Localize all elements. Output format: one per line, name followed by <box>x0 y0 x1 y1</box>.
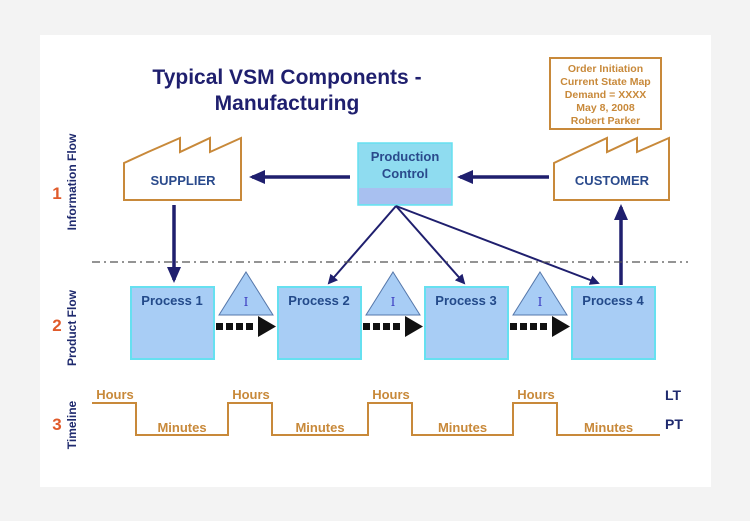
timeline-minutes-label: Minutes <box>584 420 633 435</box>
timeline-hours-label: Hours <box>372 387 410 402</box>
info-line: Current State Map <box>560 76 651 88</box>
arrow-control-to-process-4 <box>395 205 600 285</box>
inventory-symbol: I <box>391 295 396 309</box>
info-line: May 8, 2008 <box>576 102 635 114</box>
timeline-minutes-label: Minutes <box>157 420 206 435</box>
arrow-control-to-process-3 <box>395 205 466 285</box>
timeline-step-line <box>92 402 660 436</box>
process-time-label: PT <box>665 416 683 432</box>
title-line-2: Manufacturing <box>215 92 360 115</box>
info-line: Robert Parker <box>570 115 641 127</box>
factory-icon <box>553 136 670 201</box>
info-line: Demand = XXXX <box>564 89 647 101</box>
push-arrow <box>216 316 276 337</box>
timeline-hours-label: Hours <box>232 387 270 402</box>
process-box-1: Process 1 <box>130 286 215 360</box>
inventory-triangle: I <box>512 271 568 316</box>
production-control-line-1: Production <box>371 149 440 164</box>
push-arrow <box>510 316 570 337</box>
process-box-3: Process 3 <box>424 286 509 360</box>
inventory-triangle: I <box>218 271 274 316</box>
row-number-2: 2 <box>52 316 61 335</box>
factory-icon <box>123 136 242 201</box>
customer-label: CUSTOMER <box>575 173 650 188</box>
timeline-minutes-label: Minutes <box>295 420 344 435</box>
push-arrow <box>363 316 423 337</box>
row-label-timeline: Timeline <box>65 400 79 449</box>
supplier-factory: SUPPLIER <box>123 136 242 201</box>
inventory-triangle: I <box>365 271 421 316</box>
production-control-line-2: Control <box>382 166 428 181</box>
customer-factory: CUSTOMER <box>553 136 670 201</box>
product-flow: Process 1 I Process 2 I Process 3 I Process 4 <box>130 271 656 360</box>
map-info-box: Order Initiation Current State Map Deman… <box>549 57 662 130</box>
timeline-hours-label: Hours <box>517 387 555 402</box>
lead-time-label: LT <box>665 387 682 403</box>
timeline-hours-label: Hours <box>96 387 134 402</box>
title-line-1: Typical VSM Components - <box>152 66 421 89</box>
process-label: Process 3 <box>435 293 496 308</box>
production-control-box: Production Control <box>357 142 453 206</box>
process-label: Process 1 <box>141 293 202 308</box>
info-line: Order Initiation <box>567 63 644 75</box>
process-box-4: Process 4 <box>571 286 656 360</box>
process-box-2: Process 2 <box>277 286 362 360</box>
row-label-product-flow: Product Flow <box>65 289 79 366</box>
inventory-symbol: I <box>244 295 249 309</box>
timeline-minutes-label: Minutes <box>438 420 487 435</box>
row-label-information-flow: Information Flow <box>65 133 79 230</box>
process-label: Process 2 <box>288 293 349 308</box>
supplier-label: SUPPLIER <box>150 173 216 188</box>
row-number-1: 1 <box>52 184 61 203</box>
row-number-3: 3 <box>52 415 61 434</box>
inventory-symbol: I <box>538 295 543 309</box>
process-label: Process 4 <box>582 293 644 308</box>
arrow-control-to-process-2 <box>327 205 397 285</box>
